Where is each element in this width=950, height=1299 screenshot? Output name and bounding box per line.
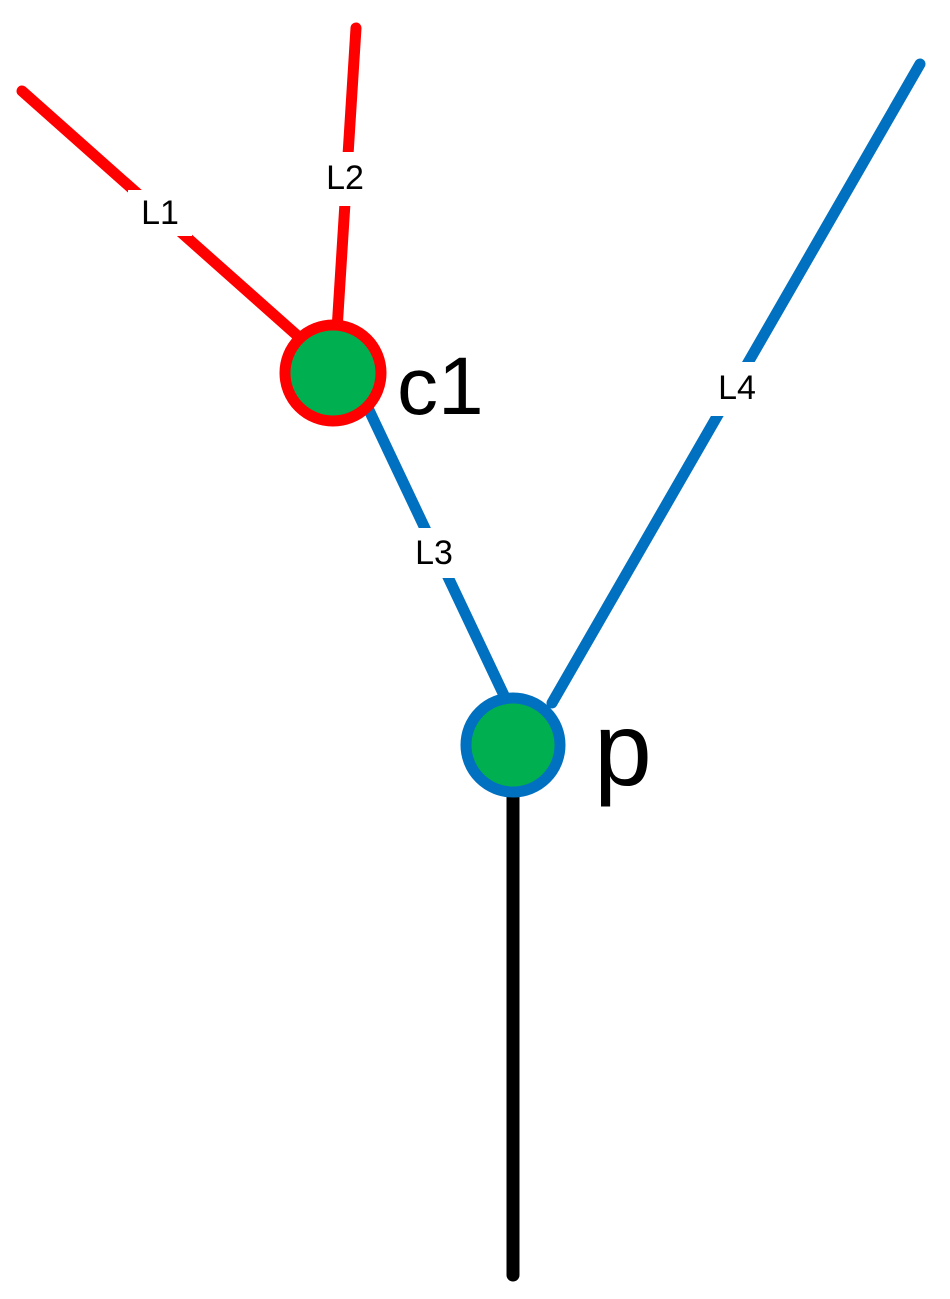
node-p-marker: [460, 692, 566, 798]
node-c1: [279, 319, 387, 427]
edge-l2-label-bg: [314, 152, 376, 206]
edge-l1-label-bg: [128, 190, 192, 236]
node-c1-label: c1: [397, 341, 484, 432]
node-p: [460, 692, 566, 798]
edge-l3-label: L3: [415, 534, 453, 572]
node-c1-marker: [279, 319, 387, 427]
edge-l3-label-bg: [402, 528, 466, 578]
edge-l4-label-bg: [705, 362, 769, 416]
node-p-label: p: [594, 692, 652, 808]
edge-l4-label: L4: [718, 369, 756, 407]
edge-l2-label: L2: [326, 159, 364, 197]
edge-l1-label: L1: [141, 194, 179, 232]
